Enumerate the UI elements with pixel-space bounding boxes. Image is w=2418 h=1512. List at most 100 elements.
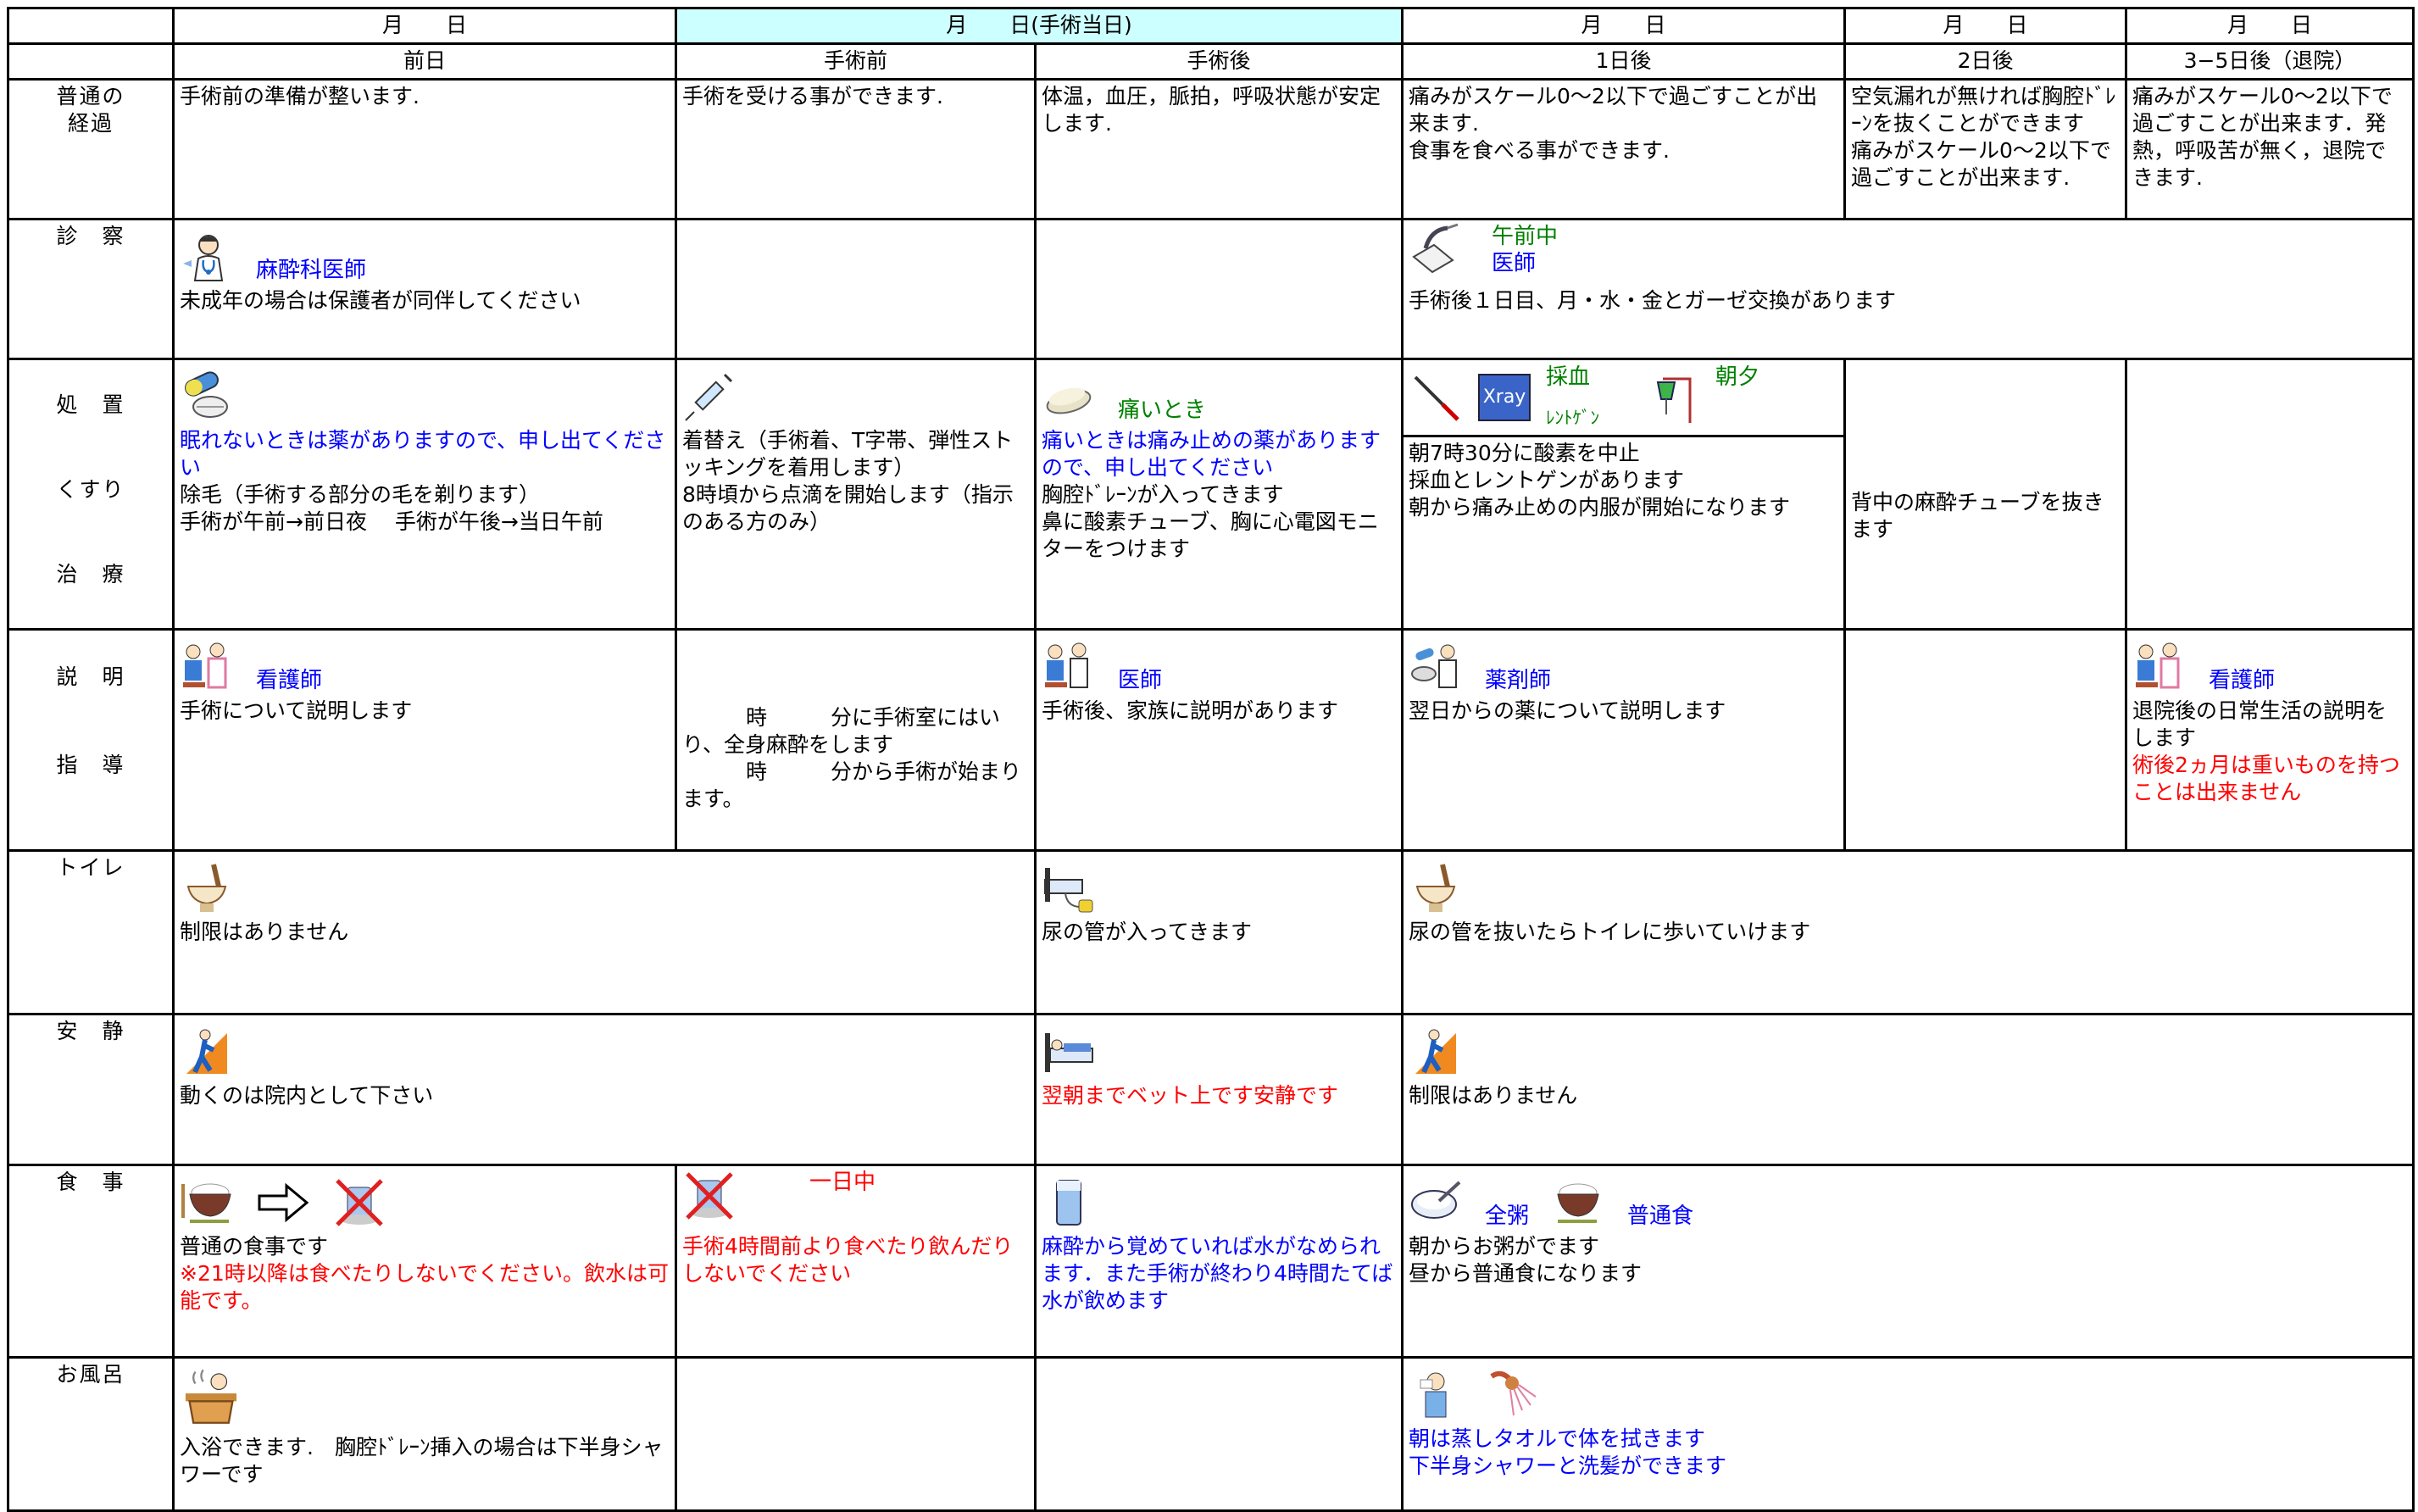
all-day-label: 一日中: [809, 1170, 876, 1196]
explain-discharge: 看護師 退院後の日常生活の説明をします 術後2ヵ月は重いものを持つことは出来ませ…: [2125, 627, 2415, 852]
meals-day-before: 普通の食事です ※21時以降は食べたりしないでください。飲水は可能です。: [172, 1164, 677, 1359]
tablet-icon: [1046, 387, 1092, 414]
porridge-icon: [1411, 1181, 1461, 1220]
header-date-day-before: 月 日: [172, 6, 677, 46]
nurse-label: 看護師: [2209, 667, 2276, 693]
meals-post-op: 麻酔から覚めていれば水がなめられます．また手術が終わり4時間たてば水が飲めます: [1033, 1164, 1404, 1359]
row-rest: 安 静 動くのは院内として下さい 翌朝までベット上です安静です: [7, 1012, 2415, 1167]
consultation-icon: [1045, 642, 1088, 688]
header-phase-day-before: 前日: [172, 42, 677, 81]
header-phase-discharge: 3−5日後（退院）: [2125, 42, 2415, 81]
arrow-icon: [258, 1183, 309, 1223]
pharmacist-icon: [1411, 644, 1458, 688]
header-date-surgery-day: 月 日(手術当日): [674, 6, 1404, 46]
row-label-explanation: 説 明 指 導: [7, 627, 175, 852]
row-meals: 食 事 普通の食事です ※21時: [7, 1164, 2415, 1359]
header-corner: [7, 6, 175, 46]
header-phase-day2: 2日後: [1843, 42, 2128, 81]
explain-day2: [1843, 627, 2128, 852]
no-eating-icon: [686, 1172, 733, 1220]
row-progress: 普通の 経過 手術前の準備が整います. 手術を受ける事ができます. 体温，血圧，…: [7, 78, 2415, 220]
header-date-day1: 月 日: [1401, 6, 1847, 46]
exam-post-op: [1033, 217, 1404, 360]
row-label-rest: 安 静: [7, 1012, 175, 1167]
explain-post-op: 医師 手術後、家族に説明があります: [1033, 627, 1404, 852]
header-phase-post-op: 手術後: [1033, 42, 1404, 81]
doctor-icon: [183, 234, 224, 281]
xray-icon: Xray: [1478, 373, 1531, 421]
no-eating-icon: [336, 1179, 383, 1227]
exam-day-before: 麻酔科医師 未成年の場合は保護者が同伴してください: [172, 217, 677, 360]
meals-pre-op: 一日中 手術4時間前より食べたり飲んだりしないでください: [675, 1164, 1037, 1359]
treatment-post-op: 痛いとき 痛いときは痛み止めの薬がありますので、申し出てください 胸腔ﾄﾞﾚｰﾝ…: [1033, 357, 1404, 631]
rest-post-op: 翌朝までベット上です安静です: [1033, 1012, 1404, 1167]
exam-pre-op: [675, 217, 1037, 360]
row-examination: 診 察 麻酔科医師 未成年の場合は保護者が同伴してください: [7, 217, 2415, 360]
treatment-day1: Xray 採血 ﾚﾝﾄｹﾞﾝ 朝夕 朝7時30分に酸素を中止 採血とレントゲンが…: [1401, 357, 1847, 631]
rice-bowl-icon: [181, 1183, 231, 1224]
toilet-day1-to-discharge: 尿の管を抜いたらトイレに歩いていけます: [1401, 848, 2415, 1015]
anesthesiologist-label: 麻酔科医師: [256, 257, 367, 283]
towel-wipe-icon: [1420, 1372, 1447, 1418]
syringe-icon: [685, 373, 733, 421]
row-label-treatment: 処 置 くすり 治 療: [7, 357, 175, 631]
row-label-progress: 普通の 経過: [7, 78, 175, 220]
walking-icon: [186, 1029, 227, 1074]
morning-label: 午前中: [1492, 223, 1559, 249]
meals-day1-to-discharge: 全粥 普通食 朝からお粥がでます 昼から普通食になります: [1401, 1164, 2415, 1359]
explain-pre-op: 時 分に手術室にはいり、全身麻酔をします 時 分から手術が始まります。: [675, 627, 1037, 852]
row-label-toilet: トイレ: [7, 848, 175, 1015]
walking-icon: [1415, 1029, 1457, 1074]
shower-icon: [1490, 1371, 1537, 1416]
pills-icon: [185, 370, 228, 418]
blood-test-label: 採血: [1546, 364, 1591, 390]
row-explanation: 説 明 指 導 看護師 手術について説明します 時 分に手術室にはいり、全身麻酔…: [7, 627, 2415, 852]
nurse-label: 看護師: [256, 667, 323, 693]
progress-day1: 痛みがスケール0～2以下で過ごすことが出来ます. 食事を食べる事ができます.: [1401, 78, 1847, 220]
rice-bowl-icon: [1557, 1183, 1599, 1224]
row-bath: お風呂 入浴できます. 胸腔ﾄﾞﾚｰﾝ挿入の場合は下半身シャワーです: [7, 1356, 2415, 1512]
header-phase-day1: 1日後: [1401, 42, 1847, 81]
toilet-day-before-to-pre-op: 制限はありません: [172, 848, 1037, 1015]
water-glass-icon: [1056, 1180, 1081, 1226]
progress-pre-op: 手術を受ける事ができます.: [675, 78, 1037, 220]
iv-drip-icon: [1656, 377, 1692, 423]
progress-day2: 空気漏れが無ければ胸腔ﾄﾞﾚｰﾝを抜くことができます 痛みがスケール0～2以下で…: [1843, 78, 2128, 220]
header-date-discharge: 月 日: [2125, 6, 2415, 46]
rest-day-before-to-pre-op: 動くのは院内として下さい: [172, 1012, 1037, 1167]
exam-day1-to-discharge: 午前中 医師 手術後１日目、月・水・金とガーゼ交換があります: [1401, 217, 2415, 360]
header-row-phase: 前日 手術前 手術後 1日後 2日後 3−5日後（退院）: [7, 42, 2415, 81]
toilet-icon: [1415, 864, 1456, 912]
toilet-post-op: 尿の管が入ってきます: [1033, 848, 1404, 1015]
xray-label: ﾚﾝﾄｹﾞﾝ: [1546, 407, 1600, 428]
explain-day-before: 看護師 手術について説明します: [172, 627, 677, 852]
explain-day1: 薬剤師 翌日からの薬について説明します: [1401, 627, 1847, 852]
when-in-pain-label: 痛いとき: [1118, 397, 1207, 423]
row-label-bath: お風呂: [7, 1356, 175, 1512]
bath-pre-op: [675, 1356, 1037, 1512]
progress-post-op: 体温，血圧，脈拍，呼吸状態が安定します.: [1033, 78, 1404, 220]
row-toilet: トイレ 制限はありません 尿の管が入ってきます: [7, 848, 2415, 1015]
doctor-label: 医師: [1118, 667, 1163, 693]
pharmacist-label: 薬剤師: [1485, 667, 1552, 693]
bath-icon: [185, 1369, 237, 1425]
progress-discharge: 痛みがスケール0～2以下で過ごすことが出来ます．発熱，呼吸苦が無く，退院できます…: [2125, 78, 2415, 220]
treatment-discharge: [2125, 357, 2415, 631]
doctor-label: 医師: [1492, 250, 1537, 276]
bath-post-op: [1033, 1356, 1404, 1512]
bath-day-before: 入浴できます. 胸腔ﾄﾞﾚｰﾝ挿入の場合は下半身シャワーです: [172, 1356, 677, 1512]
header-date-day2: 月 日: [1843, 6, 2128, 46]
header-row-dates: 月 日 月 日(手術当日) 月 日 月 日 月 日: [7, 6, 2415, 46]
row-label-examination: 診 察: [7, 217, 175, 360]
row-label-meals: 食 事: [7, 1164, 175, 1359]
treatment-day2: 背中の麻酔チューブを抜きます: [1843, 357, 2128, 631]
toilet-icon: [186, 864, 227, 912]
progress-day-before: 手術前の準備が整います.: [172, 78, 677, 220]
needle-icon: [1414, 375, 1459, 421]
regular-meal-label: 普通食: [1627, 1203, 1694, 1230]
clinical-pathway-table: 月 日 月 日(手術当日) 月 日 月 日 月 日 前日 手術前 手術後 1日後…: [7, 6, 2415, 1512]
bath-day1-to-discharge: 朝は蒸しタオルで体を拭きます 下半身シャワーと洗髪ができます: [1401, 1356, 2415, 1512]
consultation-icon: [2136, 642, 2180, 689]
treatment-day-before: 眠れないときは薬がありますので、申し出てください 除毛（手術する部分の毛を剃りま…: [172, 357, 677, 631]
morning-evening-label: 朝夕: [1715, 364, 1760, 390]
